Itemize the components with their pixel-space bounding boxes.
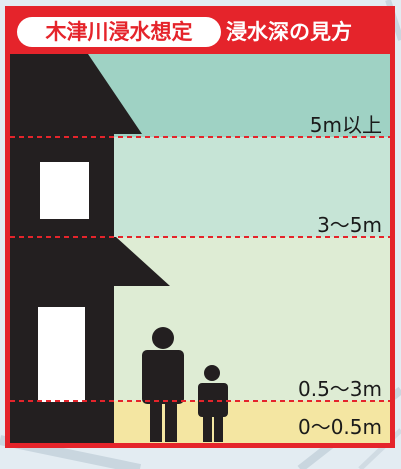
subtitle: 浸水深の見方 bbox=[226, 17, 352, 47]
label-3-5m: 3〜5m bbox=[317, 209, 382, 238]
depth-diagram: 5m以上 3〜5m 0.5〜3m 0〜0.5m bbox=[10, 54, 390, 443]
label-0-0-5m: 0〜0.5m bbox=[298, 411, 382, 440]
header-bar: 木津川浸水想定 浸水深の見方 bbox=[10, 11, 390, 54]
flood-depth-panel: 木津川浸水想定 浸水深の見方 bbox=[5, 6, 395, 448]
label-5m-plus: 5m以上 bbox=[310, 109, 382, 138]
title-badge: 木津川浸水想定 bbox=[17, 17, 221, 47]
lower-window bbox=[38, 307, 85, 402]
label-0-5-3m: 0.5〜3m bbox=[298, 373, 382, 402]
upper-window bbox=[40, 162, 89, 219]
